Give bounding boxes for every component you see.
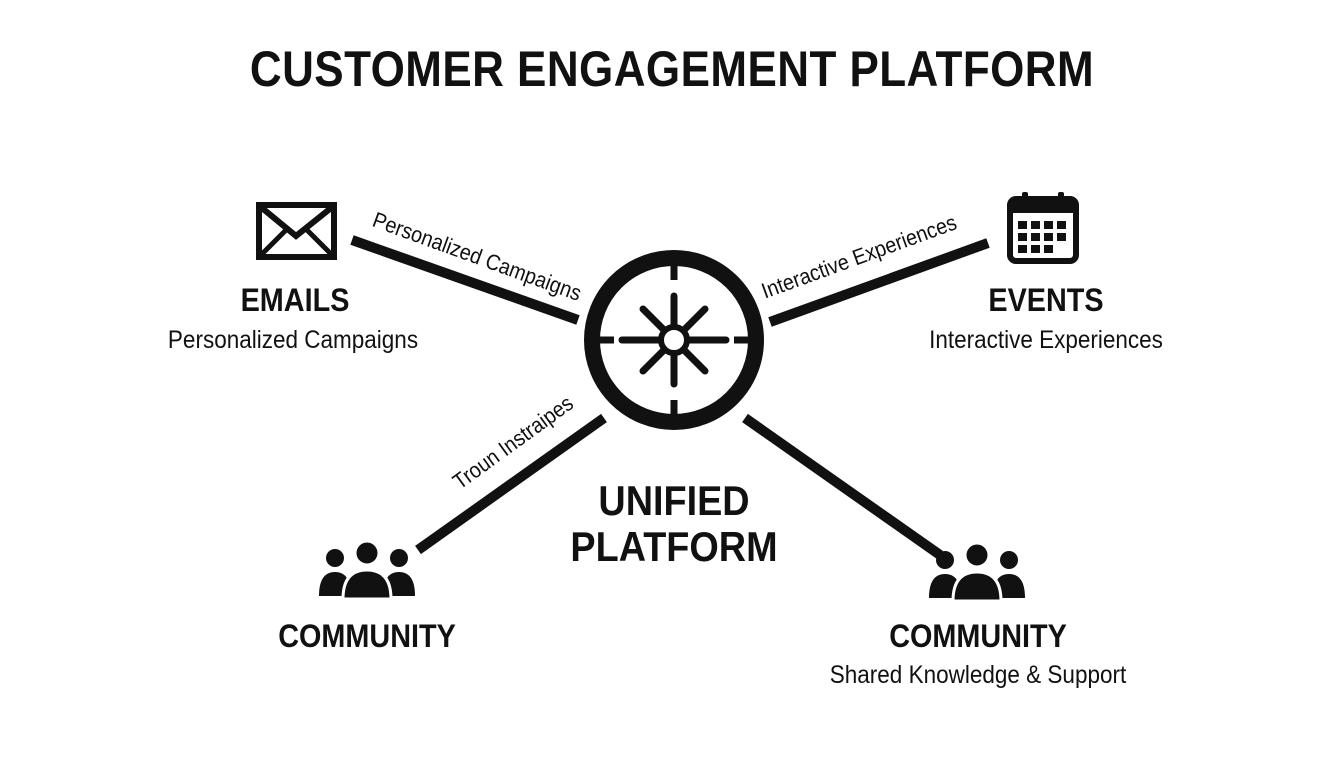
page-title: CUSTOMER ENGAGEMENT PLATFORM <box>249 41 1095 97</box>
community-right-subtitle: Shared Knowledge & Support <box>829 661 1127 689</box>
connector-community-left <box>415 413 607 555</box>
connector-emails <box>350 235 580 325</box>
people-icon <box>929 541 1025 603</box>
hub-label-line2: PLATFORM <box>570 523 778 570</box>
hub-label: UNIFIED PLATFORM <box>570 478 777 570</box>
connector-community-right <box>742 413 943 560</box>
emails-title: EMAILS <box>240 282 350 318</box>
envelope-icon <box>256 202 337 260</box>
wheel-hub-icon <box>584 250 764 430</box>
connector-events <box>768 238 990 327</box>
hub-label-line1: UNIFIED <box>598 477 750 524</box>
emails-subtitle: Personalized Campaigns <box>167 326 419 354</box>
calendar-icon <box>1007 192 1079 264</box>
community-left-title: COMMUNITY <box>278 618 456 654</box>
community-right-title: COMMUNITY <box>889 618 1067 654</box>
people-icon <box>319 539 415 601</box>
events-title: EVENTS <box>988 282 1104 318</box>
events-subtitle: Interactive Experiences <box>929 326 1163 354</box>
